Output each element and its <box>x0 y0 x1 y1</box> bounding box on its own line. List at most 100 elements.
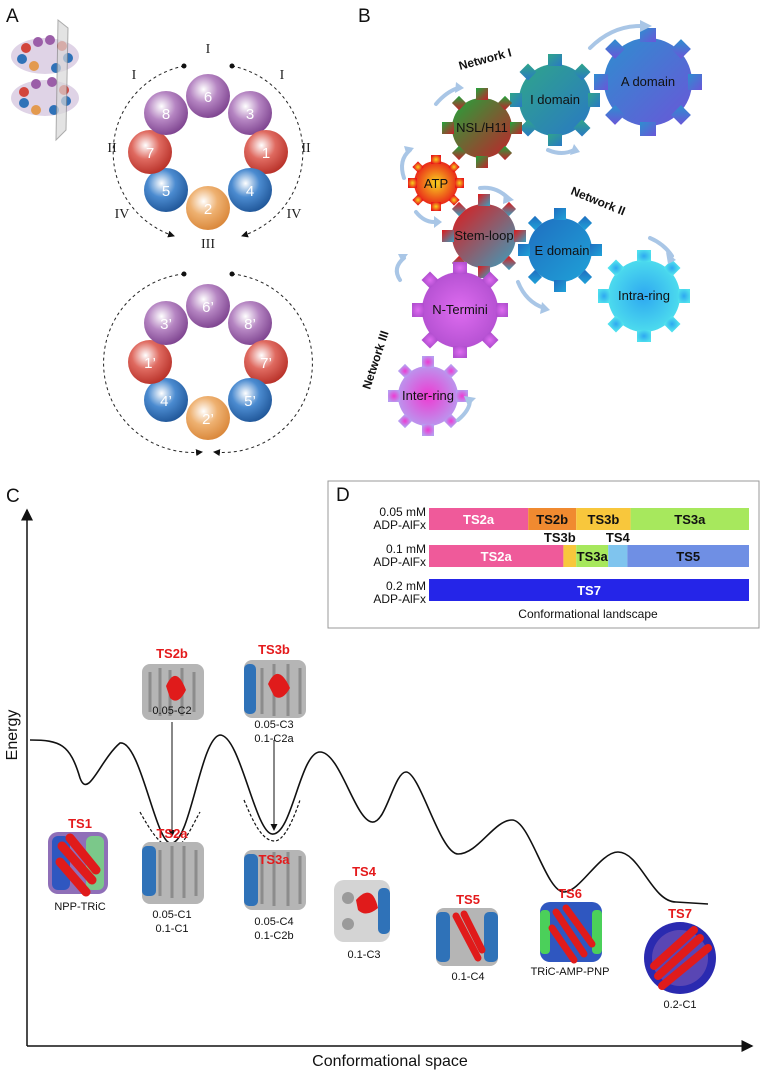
roman-label: I <box>206 42 211 57</box>
subunit-label: 3’ <box>160 316 172 333</box>
landscape-segment-label: TS3a <box>674 512 706 527</box>
condition-label: 0.1-C2a <box>254 733 294 745</box>
state-label-ts6: TS6 <box>558 886 582 901</box>
ts2b-dashed-well <box>139 811 201 849</box>
landscape-segment-label: TS4 <box>606 530 631 545</box>
gear-network: A domain I domain <box>360 20 702 436</box>
subunit-label: 8’ <box>244 316 256 333</box>
state-label-ts2b: TS2b <box>156 646 188 661</box>
structure-ts2b <box>142 664 204 720</box>
gear-e-domain: E domain <box>518 208 602 292</box>
state-label-ts3a: TS3a <box>258 852 290 867</box>
chaperonin-stack-thumbnail <box>11 18 79 142</box>
gear-label: ATP <box>424 176 448 191</box>
subunit-label: 7 <box>146 145 154 162</box>
gear-label: E domain <box>535 243 590 258</box>
structure-ts4 <box>334 880 390 942</box>
subunit-label: 6 <box>204 89 212 106</box>
gear-label: A domain <box>621 74 675 89</box>
condition-label: 0.05-C2 <box>152 705 191 717</box>
landscape-segment-ts3a <box>576 545 609 567</box>
gear-n-termini: N-Termini <box>412 262 508 358</box>
gear-stem-loop: Stem-loop <box>442 194 526 278</box>
subunit-2 <box>186 186 230 230</box>
subunit-label: 3 <box>246 106 254 123</box>
subunit-label: 5’ <box>244 393 256 410</box>
subunit-8 <box>144 91 188 135</box>
subunit-label: 1 <box>262 145 270 162</box>
gear-inter-ring: Inter-ring <box>388 356 468 436</box>
landscape-segment-ts3b <box>563 545 577 567</box>
subunit-3 <box>228 91 272 135</box>
state-label-ts5: TS5 <box>456 892 480 907</box>
roman-label: IV <box>287 207 302 222</box>
panel-letter-b: B <box>358 6 371 27</box>
row-conc-label: 0.2 mM <box>386 579 426 593</box>
network-ii-label: Network II <box>569 184 627 218</box>
subunit-7 <box>128 130 172 174</box>
landscape-segment-ts2a <box>429 545 564 567</box>
landscape-segment-label: TS2b <box>536 512 568 527</box>
condition-label: 0.1-C2b <box>254 930 293 942</box>
row-agent-label: ADP-AlFx <box>373 518 426 532</box>
subunit-4 <box>228 168 272 212</box>
roman-label: I <box>132 68 137 83</box>
structure-ts6 <box>540 902 602 964</box>
condition-label: 0.1-C1 <box>155 923 188 935</box>
gear-label: Inter-ring <box>402 388 454 403</box>
condition-label: 0.1-C3 <box>347 949 380 961</box>
landscape-segment-ts3b <box>576 508 631 530</box>
ring-top: 6 3 1 4 2 5 7 8 I I I II II IV IV III <box>107 42 311 252</box>
roman-label: IV <box>115 207 130 222</box>
state-label-ts2a: TS2a <box>156 826 188 841</box>
subunit-label: 2’ <box>202 411 214 428</box>
landscape-segment-ts2b <box>528 508 577 530</box>
subunit-label: 5 <box>162 183 170 200</box>
subunit-label: 8 <box>162 106 170 123</box>
roman-label: II <box>301 141 311 156</box>
condition-label: 0.05-C4 <box>254 916 293 928</box>
subunit-label: 7’ <box>260 355 272 372</box>
network-iii-label: Network III <box>360 329 392 391</box>
condition-label: 0.2-C1 <box>663 999 696 1011</box>
gear-label: N-Termini <box>432 302 488 317</box>
state-label-ts7: TS7 <box>668 906 692 921</box>
landscape-segment-ts4 <box>608 545 628 567</box>
landscape-segment-label: TS5 <box>676 549 700 564</box>
gear-intra-ring: Intra-ring <box>598 250 690 342</box>
subunit-label: 4’ <box>160 393 172 410</box>
structure-ts2a <box>142 842 204 904</box>
rotation-arrowheads <box>398 20 676 406</box>
condition-label: NPP-TRiC <box>54 901 105 913</box>
ts3b-dashed-well <box>243 799 301 842</box>
panel-letter-a: A <box>6 6 19 27</box>
ring-bottom: 6’ 8’ 7’ 5’ 2’ 4’ 1’ 3’ <box>103 271 313 457</box>
structure-ts3a <box>244 850 306 910</box>
structure-ts1 <box>48 832 108 897</box>
condition-label: 0.05-C1 <box>152 909 191 921</box>
landscape-segment-label: TS3b <box>544 530 576 545</box>
subunit-label: 1’ <box>144 355 156 372</box>
structure-ts7 <box>644 922 716 994</box>
gear-label: Stem-loop <box>454 228 513 243</box>
row-conc-label: 0.05 mM <box>379 505 426 519</box>
subunit-6 <box>186 74 230 118</box>
subunit-label: 6’ <box>202 299 214 316</box>
state-label-ts1: TS1 <box>68 816 92 831</box>
roman-label: I <box>280 68 285 83</box>
landscape-segment-label: TS3b <box>588 512 620 527</box>
landscape-segment-ts5 <box>627 545 749 567</box>
subunit-label: 2 <box>204 201 212 218</box>
subunit-1 <box>244 130 288 174</box>
condition-label: 0.1-C4 <box>451 971 484 983</box>
row-agent-label: ADP-AlFx <box>373 592 426 606</box>
network-i-label: Network I <box>457 45 513 73</box>
gear-label: I domain <box>530 92 580 107</box>
state-label-ts3b: TS3b <box>258 642 290 657</box>
row-agent-label: ADP-AlFx <box>373 555 426 569</box>
roman-label: II <box>107 141 117 156</box>
condition-label: 0.05-C3 <box>254 719 293 731</box>
landscape-segment-ts2a <box>429 508 529 530</box>
gear-i-domain: I domain <box>510 54 600 146</box>
